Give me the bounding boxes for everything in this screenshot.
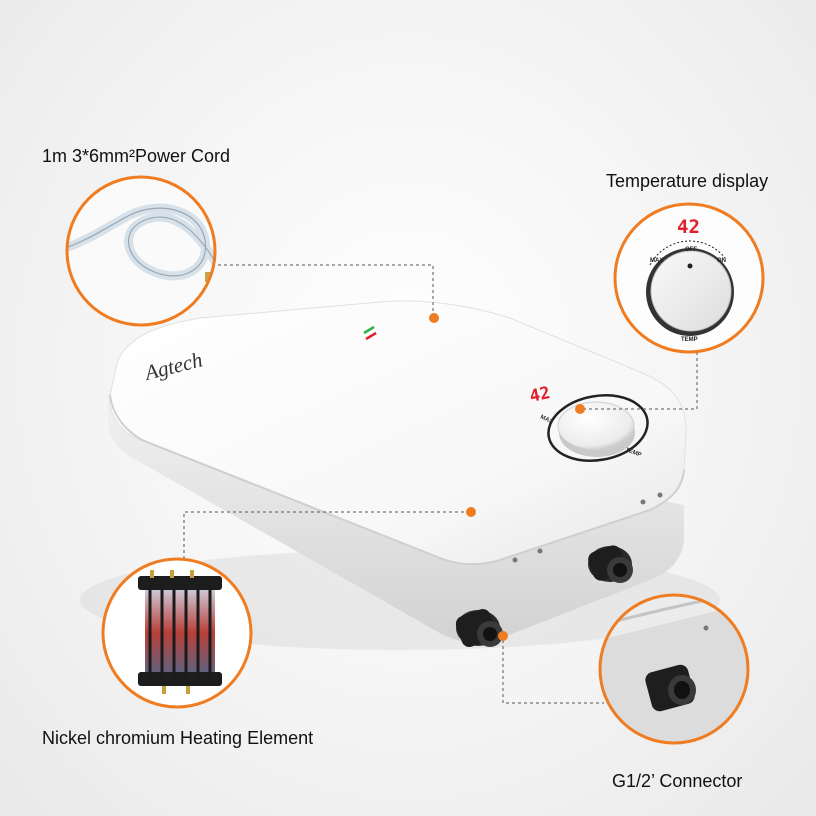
zoom-temperature-readout: 42 [677, 216, 700, 238]
screw-hole [537, 548, 543, 554]
screw-hole [512, 557, 518, 563]
callout-dots [429, 313, 585, 641]
temperature-display-label: Temperature display [606, 171, 769, 191]
zoom-knob [650, 250, 732, 332]
callout-dot-connector [498, 631, 508, 641]
dial-ring [547, 394, 649, 462]
dial-temp-label: TEMP [624, 447, 642, 458]
leader-line-connector [502, 640, 604, 704]
power-cord-zoom [65, 175, 217, 327]
callout-dot-temperature [575, 404, 585, 414]
outlet-connector [455, 609, 503, 647]
dial-max-label: MAX [539, 414, 554, 425]
status-indicator-icon [363, 325, 377, 341]
leader-line-temperature [580, 352, 698, 410]
screw-hole [640, 499, 646, 505]
temperature-readout: 42 [528, 383, 552, 407]
heating-element-icon [138, 570, 222, 694]
zoom-connector-icon [645, 664, 696, 712]
screw-hole [657, 492, 663, 498]
heating-element-zoom [101, 557, 253, 709]
inlet-connector [588, 545, 633, 583]
zoom-dial-off-label: OFF [685, 247, 697, 253]
zoom-screw-hole [703, 625, 709, 631]
knob-pointer-icon [687, 263, 693, 269]
temperature-knob[interactable] [557, 401, 635, 457]
temperature-display-zoom: 42 MAX OFF ON TEMP [613, 202, 765, 354]
connector-label: G1/2’ Connector [612, 771, 743, 791]
heating-element-label: Nickel chromium Heating Element [42, 728, 314, 748]
callout-dot-power-cord [429, 313, 439, 323]
heater-edge [109, 394, 685, 566]
leader-lines [183, 264, 698, 704]
dial-arc [649, 240, 726, 266]
connector-zoom [598, 593, 750, 745]
power-cord-label: 1m 3*6mm²Power Cord [42, 146, 231, 166]
leader-line-heating [183, 511, 470, 560]
callout-dot-heating [466, 507, 476, 517]
water-heater-body: Agtech 42 MAX TEMP [108, 300, 687, 647]
zoom-dial-temp-label: TEMP [681, 337, 698, 343]
leader-line-power-cord [212, 264, 434, 316]
zoom-dial-on-label: ON [717, 258, 726, 264]
zoom-dial-max-label: MAX [650, 258, 663, 264]
